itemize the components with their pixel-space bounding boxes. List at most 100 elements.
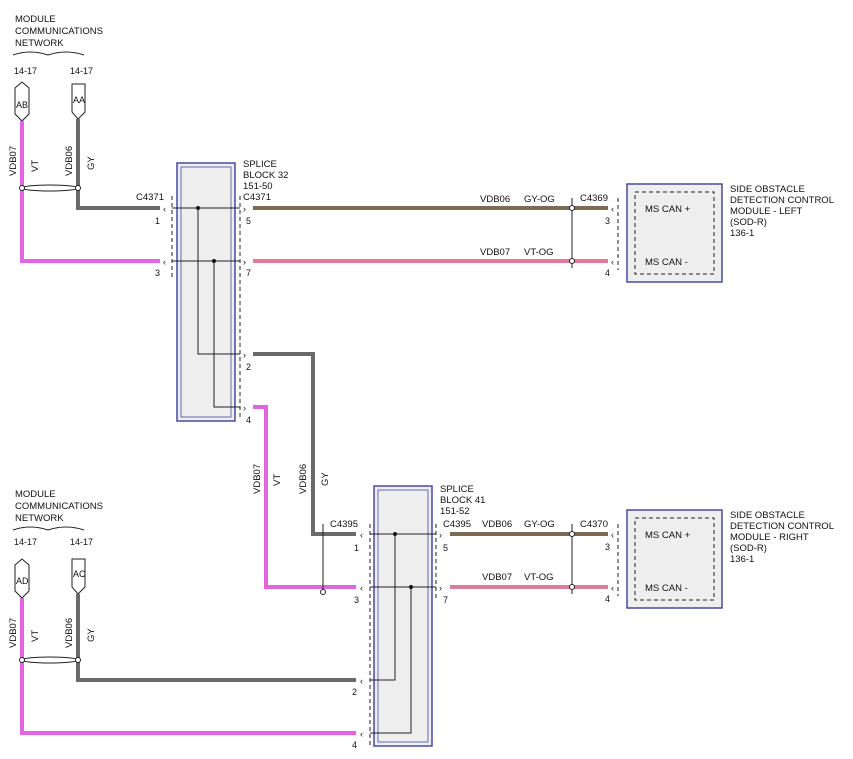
svg-text:‹: ‹	[360, 583, 363, 593]
wire-label-vt-link: VT	[272, 474, 283, 486]
svg-text:‹: ‹	[611, 530, 614, 540]
module-left-pin-4: 4	[605, 268, 610, 278]
wire-vdb07-bottom	[20, 598, 356, 735]
wire-label-gy-link: GY	[320, 472, 331, 486]
arrow-ad-label: AD	[16, 576, 29, 586]
top-network-title-line2: COMMUNICATIONS	[15, 26, 103, 37]
twisted-pair-marker-top	[21, 184, 79, 192]
splice32-pin-4: 4	[246, 415, 251, 425]
wire-label-vdb07-bottom: VDB07	[8, 618, 19, 648]
wire-label-gy-og-r: GY-OG	[524, 519, 555, 530]
wire-vdb06-top	[76, 119, 160, 210]
module-left-title-1: SIDE OBSTACLE	[730, 184, 805, 195]
top-network-ref-left: 14-17	[14, 66, 37, 76]
splice32-conn-left: C4371	[136, 192, 164, 203]
wire-label-vdb07: VDB07	[8, 146, 19, 176]
svg-text:‹: ‹	[611, 204, 614, 214]
splice32-pin-7: 7	[246, 268, 251, 278]
splice32-title-line3: 151-50	[243, 181, 273, 192]
splice-block-32: ‹ ‹ › › › ›	[163, 162, 246, 422]
splice41-conn-left: C4395	[330, 519, 358, 530]
module-left-title-4: (SOD-R)	[730, 217, 767, 228]
wire-label-vdb06-bottom: VDB06	[64, 618, 75, 648]
module-right-sig-top: MS CAN +	[645, 530, 691, 541]
module-left-connector: C4369	[580, 193, 608, 204]
wire-vdb06-bottom	[76, 594, 356, 682]
svg-text:‹: ‹	[360, 530, 363, 540]
module-right-sig-bot: MS CAN -	[645, 583, 688, 594]
svg-text:›: ›	[243, 257, 246, 267]
bottom-arrow-ac: AC	[71, 558, 86, 595]
splice41-pin-2: 2	[352, 687, 357, 697]
top-arrow-aa: AA	[71, 83, 86, 120]
wire-label-vdb07-right: VDB07	[480, 247, 510, 258]
wire-vdb06-link	[253, 352, 356, 536]
svg-text:›: ›	[243, 204, 246, 214]
twisted-pair-marker-bottom	[21, 656, 79, 664]
top-network-ref-right: 14-17	[70, 66, 93, 76]
arrow-ab-label: AB	[16, 100, 28, 110]
wire-label-gy-og: GY-OG	[524, 194, 555, 205]
wire-label-vdb06-right: VDB06	[480, 194, 510, 205]
wire-label-vt: VT	[30, 160, 41, 172]
svg-text:‹: ‹	[611, 257, 614, 267]
splice41-title-line1: SPLICE	[440, 484, 474, 495]
bottom-network-title-line3: NETWORK	[15, 513, 64, 524]
splice-block-41: ‹ ‹ ‹ ‹ › ›	[360, 485, 442, 747]
top-network-title-line1: MODULE	[15, 14, 56, 25]
svg-text:›: ›	[439, 530, 442, 540]
splice32-pin-2: 2	[246, 362, 251, 372]
splice41-pin-1: 1	[354, 543, 359, 553]
module-left-title-3: MODULE - LEFT	[730, 206, 803, 217]
svg-text:‹: ‹	[163, 257, 166, 267]
bottom-network-ref-right: 14-17	[70, 537, 93, 547]
module-right-connector: C4370	[580, 519, 608, 530]
splice41-pin-7: 7	[443, 595, 448, 605]
svg-text:‹: ‹	[611, 583, 614, 593]
splice41-pin-3: 3	[354, 595, 359, 605]
wire-label-vdb07-link: VDB07	[252, 464, 263, 494]
splice32-title-line1: SPLICE	[243, 159, 277, 170]
splice32-conn-right: C4371	[243, 192, 271, 203]
bottom-network-title-line1: MODULE	[15, 489, 56, 500]
bottom-network-ref-left: 14-17	[14, 537, 37, 547]
splice32-title-line2: BLOCK 32	[243, 170, 288, 181]
svg-text:‹: ‹	[360, 729, 363, 739]
splice41-title-line3: 151-52	[440, 506, 470, 517]
module-right-pin-3: 3	[605, 542, 610, 552]
module-left-title-5: 136-1	[730, 228, 754, 239]
twist-dot	[75, 185, 81, 191]
module-right-title-5: 136-1	[730, 554, 754, 565]
wire-label-vdb06: VDB06	[64, 146, 75, 176]
module-left-sig-bot: MS CAN -	[645, 257, 688, 268]
module-left-pin-3: 3	[605, 216, 610, 226]
module-right-box: ‹ ‹	[611, 509, 723, 609]
arrow-aa-label: AA	[73, 95, 85, 105]
wire-label-vdb07-r: VDB07	[482, 572, 512, 583]
svg-text:‹: ‹	[163, 204, 166, 214]
module-right-title-1: SIDE OBSTACLE	[730, 510, 805, 521]
wire-vdb07-link	[253, 405, 356, 589]
wire-label-vdb06-link: VDB06	[298, 464, 309, 494]
wire-vdb07-top	[20, 121, 160, 263]
splice41-conn-right: C4395	[443, 519, 471, 530]
bottom-arrow-ad: AD	[14, 558, 30, 599]
splice32-pin-1: 1	[155, 216, 160, 226]
wire-label-vt-og: VT-OG	[524, 247, 554, 258]
bottom-network-title-line2: COMMUNICATIONS	[15, 501, 103, 512]
top-network-header: MODULE COMMUNICATIONS NETWORK 14-17 14-1…	[12, 14, 103, 76]
splice41-pin-4: 4	[352, 740, 357, 750]
module-left-title-2: DETECTION CONTROL	[730, 195, 834, 206]
top-network-brace	[12, 51, 85, 56]
wire-label-vt-bottom: VT	[30, 630, 41, 642]
twist-dot	[19, 185, 25, 191]
splice32-pin-5: 5	[246, 216, 251, 226]
svg-text:›: ›	[243, 403, 246, 413]
bottom-network-header: MODULE COMMUNICATIONS NETWORK 14-17 14-1…	[12, 489, 103, 547]
splice32-pin-3: 3	[155, 268, 160, 278]
wire-label-vt-og-r: VT-OG	[524, 572, 554, 583]
module-left-sig-top: MS CAN +	[645, 204, 691, 215]
top-network-title-line3: NETWORK	[15, 38, 64, 49]
module-left-box: ‹ ‹	[611, 183, 723, 283]
